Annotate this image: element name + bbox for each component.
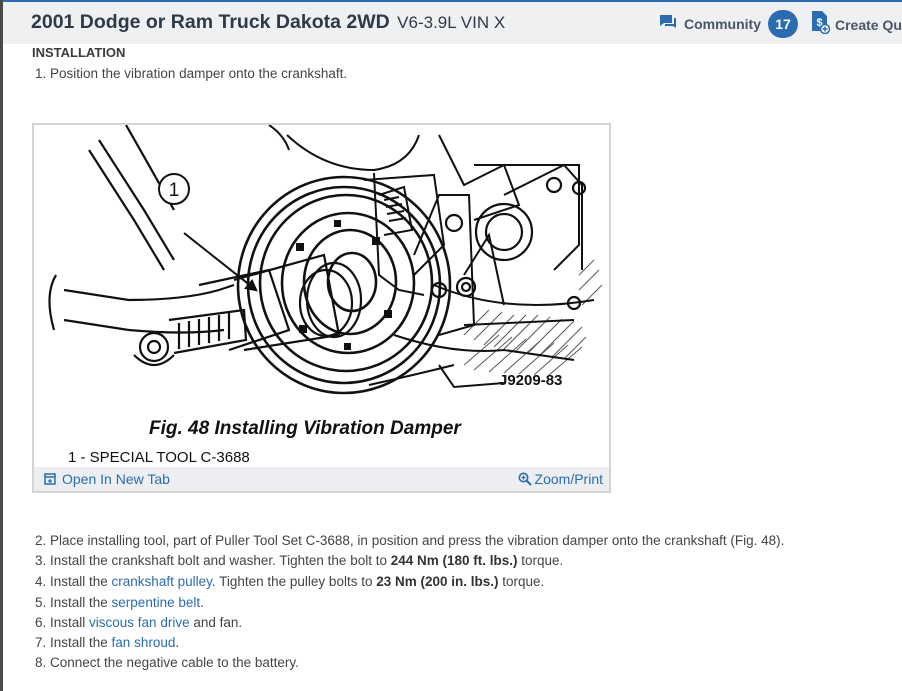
callout-circle: [158, 173, 190, 205]
chat-icon: [658, 12, 678, 37]
callout-number: 1: [169, 180, 180, 201]
step-3: 3. Install the crankshaft bolt and washe…: [35, 553, 563, 568]
open-in-new-tab-label: Open In New Tab: [62, 471, 170, 487]
serpentine-belt-link[interactable]: serpentine belt: [111, 595, 201, 610]
step-7: 7. Install the fan shroud.: [35, 635, 179, 650]
step-1: 1. Position the vibration damper onto th…: [35, 66, 348, 81]
step-4-text: 4. Install the: [35, 574, 112, 589]
figure-legend: 1 - SPECIAL TOOL C-3688: [68, 449, 250, 466]
create-question-label: Create Que: [835, 16, 902, 33]
pulley-torque-value: 23 Nm (200 in. lbs.): [376, 574, 499, 589]
step-8: 8. Connect the negative cable to the bat…: [35, 655, 299, 670]
community-count-badge: 17: [768, 10, 798, 38]
step-6-text: 6. Install: [35, 615, 90, 630]
step-7-suffix: .: [175, 635, 180, 650]
create-question-button[interactable]: $ Create Que: [810, 10, 902, 39]
step-5-text: 5. Install the: [35, 595, 112, 610]
step-4-suffix: torque.: [498, 574, 545, 589]
left-border: [0, 0, 3, 691]
step-4-mid: . Tighten the pulley bolts to: [211, 574, 377, 589]
figure-vibration-damper: 1 J9209-83 Fig. 48 Installing Vibration …: [32, 123, 611, 493]
zoom-print-label: Zoom/Print: [534, 471, 603, 487]
engine-subtitle: V6-3.9L VIN X: [397, 13, 506, 32]
figure-caption: Fig. 48 Installing Vibration Damper: [149, 418, 462, 439]
step-3-text: 3. Install the crankshaft bolt and washe…: [35, 553, 391, 568]
step-6-suffix: and fan.: [189, 615, 243, 630]
step-2: 2. Place installing tool, part of Puller…: [35, 533, 785, 548]
step-5-suffix: .: [200, 595, 204, 610]
step-6: 6. Install viscous fan drive and fan.: [35, 615, 242, 630]
svg-text:$: $: [817, 17, 823, 29]
vehicle-title: 2001 Dodge or Ram Truck Dakota 2WD: [31, 11, 390, 33]
section-heading: INSTALLATION: [32, 45, 126, 60]
page-header: 2001 Dodge or Ram Truck Dakota 2WD V6-3.…: [3, 0, 902, 44]
figure-code: J9209-83: [499, 372, 562, 389]
step-7-text: 7. Install the: [35, 635, 112, 650]
open-in-new-tab-link[interactable]: Open In New Tab: [44, 471, 170, 487]
figure-toolbar: Open In New Tab Zoom/Print: [34, 467, 609, 491]
community-label: Community: [684, 16, 761, 32]
community-button[interactable]: Community 17: [658, 10, 798, 38]
page-title: 2001 Dodge or Ram Truck Dakota 2WD V6-3.…: [31, 11, 505, 34]
damper-illustration: 1 J9209-83 Fig. 48 Installing Vibration …: [48, 125, 603, 466]
step-5: 5. Install the serpentine belt.: [35, 595, 204, 610]
viscous-fan-drive-link[interactable]: viscous fan drive: [89, 615, 190, 630]
step-3-suffix: torque.: [517, 553, 564, 568]
zoom-icon: [518, 472, 532, 486]
crankshaft-pulley-link[interactable]: crankshaft pulley: [111, 574, 212, 589]
open-tab-icon: [44, 473, 56, 485]
dollar-document-icon: $: [810, 10, 831, 39]
zoom-print-link[interactable]: Zoom/Print: [518, 471, 603, 487]
fan-shroud-link[interactable]: fan shroud: [111, 635, 176, 650]
bolt-torque-value: 244 Nm (180 ft. lbs.): [390, 553, 518, 568]
step-4: 4. Install the crankshaft pulley. Tighte…: [35, 574, 544, 589]
